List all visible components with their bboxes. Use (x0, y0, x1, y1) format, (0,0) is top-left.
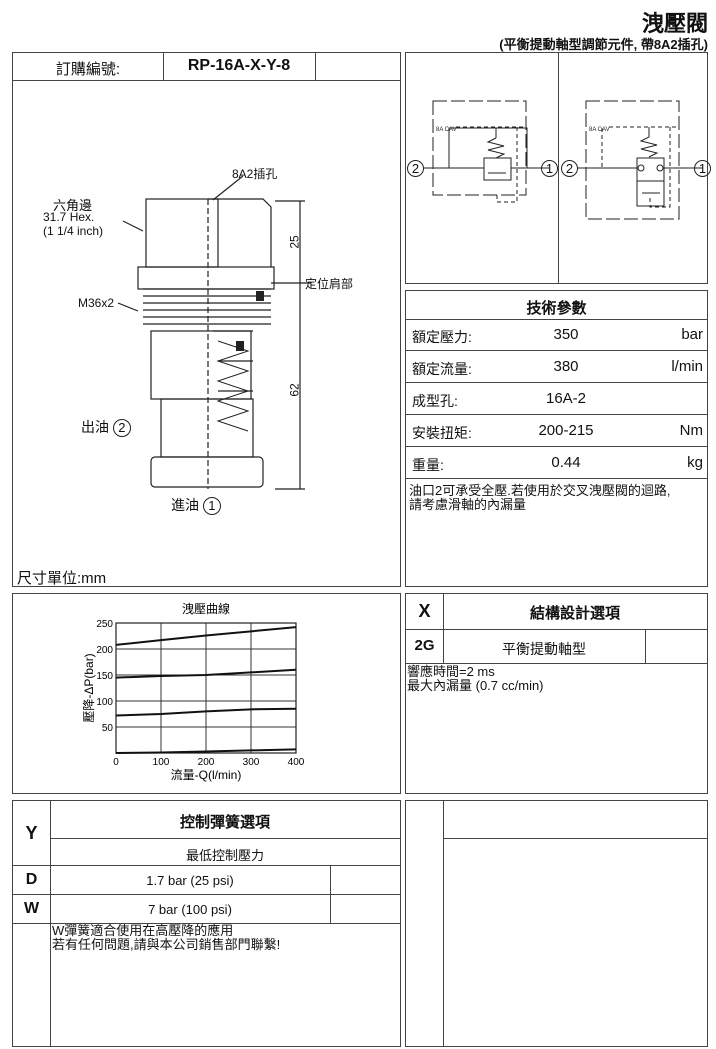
x-tick-label: 200 (198, 757, 215, 768)
specs-panel: 技術參數 額定壓力: 350 bar 額定流量: 380 l/min 成型孔: … (405, 290, 708, 587)
schematic-2-port-1: 1 (694, 160, 711, 177)
series-line-4 (115, 748, 297, 754)
x-tick-label: 100 (153, 757, 170, 768)
spec-row: 成型孔: 16A-2 (406, 383, 707, 415)
port-callout: 8A2插孔 (232, 167, 278, 181)
y-tick-label: 100 (96, 697, 113, 708)
cav-label: 8A CAV (436, 127, 457, 133)
dimension-top: 25 (287, 235, 302, 249)
spec-label: 重量: (412, 457, 444, 473)
inlet-label: 進油 1 (171, 495, 221, 515)
spec-label: 額定流量: (412, 361, 472, 377)
spring-option-code: D (25, 871, 38, 888)
locating-shoulder-label: 定位肩部 (305, 277, 354, 291)
spec-value: 200-215 (538, 422, 594, 439)
valve-cross-section-drawing (117, 175, 311, 490)
spec-unit: bar (681, 326, 703, 343)
series-line-2 (115, 668, 297, 679)
spec-row: 重量: 0.44 kg (406, 447, 707, 479)
hex-size-inch: (1 1/4 inch) (43, 224, 104, 238)
spec-row: 安裝扭矩: 200-215 Nm (406, 415, 707, 447)
spring-note: W彈簧適合使用在高壓降的應用若有任何問題,請與本公司銷售部門聯繫! (52, 923, 281, 952)
dimension-drawing-panel: 訂購編號: RP-16A-X-Y-8 8A2插孔 六角邊 31.7 Hex. (… (12, 52, 401, 587)
pressure-curve-chart: 0 100 200 300 400 50 100 150 200 250 洩壓曲線流量-Q(l/mi… (82, 601, 305, 782)
y-tick-label: 50 (102, 723, 114, 734)
y-tick-label: 150 (96, 671, 113, 682)
spring-option-desc: 7 bar (100 psi) (148, 902, 232, 917)
schematic-2-port-2: 2 (561, 160, 578, 177)
structure-title: 結構設計選項 (529, 605, 620, 622)
page-title: 洩壓閥 (641, 11, 708, 36)
schematic-1-port-1: 1 (541, 160, 558, 177)
specs-note: 油口2可承受全壓.若使用於交叉洩壓閥的迴路,請考慮滑軸的內漏量 (409, 483, 671, 512)
structure-option-code: 2G (414, 637, 435, 654)
spring-subtitle: 最低控制壓力 (185, 848, 264, 863)
x-tick-label: 300 (243, 757, 260, 768)
outlet-label: 出油 2 (81, 417, 131, 437)
y-tick-label: 250 (96, 619, 113, 630)
order-code-label: 訂購編號: (55, 61, 121, 78)
structure-code-header: X (418, 601, 431, 621)
thread-label: M36x2 (78, 296, 115, 310)
spec-row: 額定流量: 380 l/min (406, 351, 707, 383)
empty-options-panel (405, 800, 708, 1047)
spring-option-desc: 1.7 bar (25 psi) (146, 873, 234, 888)
structure-option-desc: 平衡提動軸型 (502, 641, 586, 657)
dimension-main: 62 (287, 383, 302, 397)
spec-unit: Nm (679, 422, 703, 439)
spec-value: 0.44 (551, 454, 581, 471)
spec-unit: kg (687, 454, 703, 471)
spec-value: 350 (553, 326, 579, 343)
y-tick-label: 200 (96, 645, 113, 656)
plot-frame (115, 622, 297, 754)
spring-options-panel: Y 控制彈簧選項 最低控制壓力 D 1.7 bar (25 psi) W 7 b… (12, 800, 401, 1047)
hex-label: 六角邊 (53, 198, 93, 213)
port-2-symbol: 2 (112, 419, 131, 437)
x-axis-label: 流量-Q(l/min) (171, 768, 242, 782)
order-code: RP-16A-X-Y-8 (187, 57, 291, 74)
y-axis-label: 壓降-ΔP(bar) (82, 653, 96, 722)
spring-option-code: W (23, 900, 40, 917)
page-subtitle: (平衡提動軸型調節元件, 帶8A2插孔) (499, 37, 708, 52)
spring-title: 控制彈簧選項 (179, 814, 270, 831)
hydraulic-schematics-panel: 8A CAV 8A CAV 2 1 2 1 (405, 52, 711, 284)
spec-value: 380 (553, 358, 579, 375)
schematic-1-port-2: 2 (407, 160, 424, 177)
spec-label: 成型孔: (412, 393, 458, 409)
x-tick-label: 400 (288, 757, 305, 768)
port-1-symbol: 1 (202, 497, 221, 515)
spec-row: 額定壓力: 350 bar (406, 319, 707, 351)
spec-label: 額定壓力: (412, 329, 472, 345)
spec-label: 安裝扭矩: (412, 425, 472, 441)
spring-code-header: Y (25, 823, 38, 843)
series-line-1 (115, 626, 297, 646)
chart-title: 洩壓曲線 (182, 601, 230, 616)
schematic-symbols: 8A CAV 8A CAV (424, 100, 702, 220)
pressure-curve-panel: 0 100 200 300 400 50 100 150 200 250 洩壓曲線流量-Q(l/mi… (12, 593, 401, 794)
x-tick-label: 0 (113, 757, 119, 768)
svg-text:8A CAV: 8A CAV (589, 127, 610, 133)
units-note: 尺寸單位:mm (17, 570, 107, 587)
spec-value: 16A-2 (545, 390, 587, 407)
hex-size: 31.7 Hex. (43, 210, 95, 224)
spec-unit: l/min (671, 358, 703, 375)
specs-title: 技術參數 (526, 300, 587, 317)
series-line-3 (115, 707, 297, 717)
